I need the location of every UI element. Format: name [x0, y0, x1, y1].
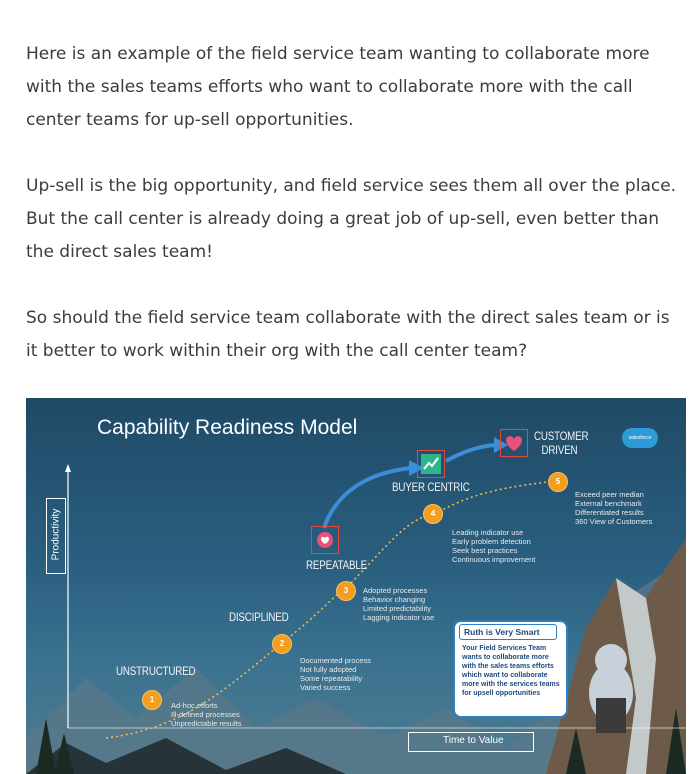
callout-title: Ruth is Very Smart	[459, 624, 557, 640]
paragraph-2: Up-sell is the big opportunity, and fiel…	[26, 176, 677, 262]
callout-body: Your Field Services Team wants to collab…	[462, 645, 560, 697]
paragraph-3: So should the field service team collabo…	[26, 308, 670, 361]
heart-icon	[500, 429, 528, 457]
stage-4-name: BUYER CENTRIC	[392, 482, 470, 494]
stage-4-circle: 4	[423, 504, 443, 524]
paragraph-1: Here is an example of the field service …	[26, 44, 650, 130]
x-axis-label: Time to Value	[408, 732, 534, 752]
stage-5-desc: Exceed peer median External benchmark Di…	[575, 490, 653, 526]
stage-1-name: UNSTRUCTURED	[116, 666, 196, 678]
growth-chart-icon	[417, 450, 445, 478]
stage-4-desc: Leading indicator use Early problem dete…	[452, 528, 536, 564]
y-axis-label: Productivity	[46, 498, 66, 574]
stage-3-desc: Adopted processes Behavior changing Limi…	[363, 586, 435, 622]
stage-1-desc: Ad-hoc efforts Ill-defined processes Unp…	[171, 701, 242, 728]
x-axis-text: Time to Value	[443, 735, 504, 746]
capability-readiness-figure: Capability Readiness Model salesforce Pr…	[26, 398, 686, 774]
stage-2-name: DISCIPLINED	[229, 612, 289, 624]
salesforce-logo: salesforce	[622, 428, 658, 448]
stage-5-name: CUSTOMER DRIVEN	[534, 431, 589, 457]
heart-chat-icon	[311, 526, 339, 554]
stage-2-desc: Documented process Not fully adopted Som…	[300, 656, 371, 692]
stage-2-circle: 2	[272, 634, 292, 654]
stage-3-circle: 3	[336, 581, 356, 601]
figure-background	[26, 437, 686, 774]
y-axis-text: Productivity	[50, 508, 62, 561]
stage-1-circle: 1	[142, 690, 162, 710]
ruth-callout: Ruth is Very Smart Your Field Services T…	[453, 620, 568, 718]
stage-3-name: REPEATABLE	[306, 560, 367, 572]
stage-5-circle: 5	[548, 472, 568, 492]
figure-title: Capability Readiness Model	[97, 416, 358, 439]
